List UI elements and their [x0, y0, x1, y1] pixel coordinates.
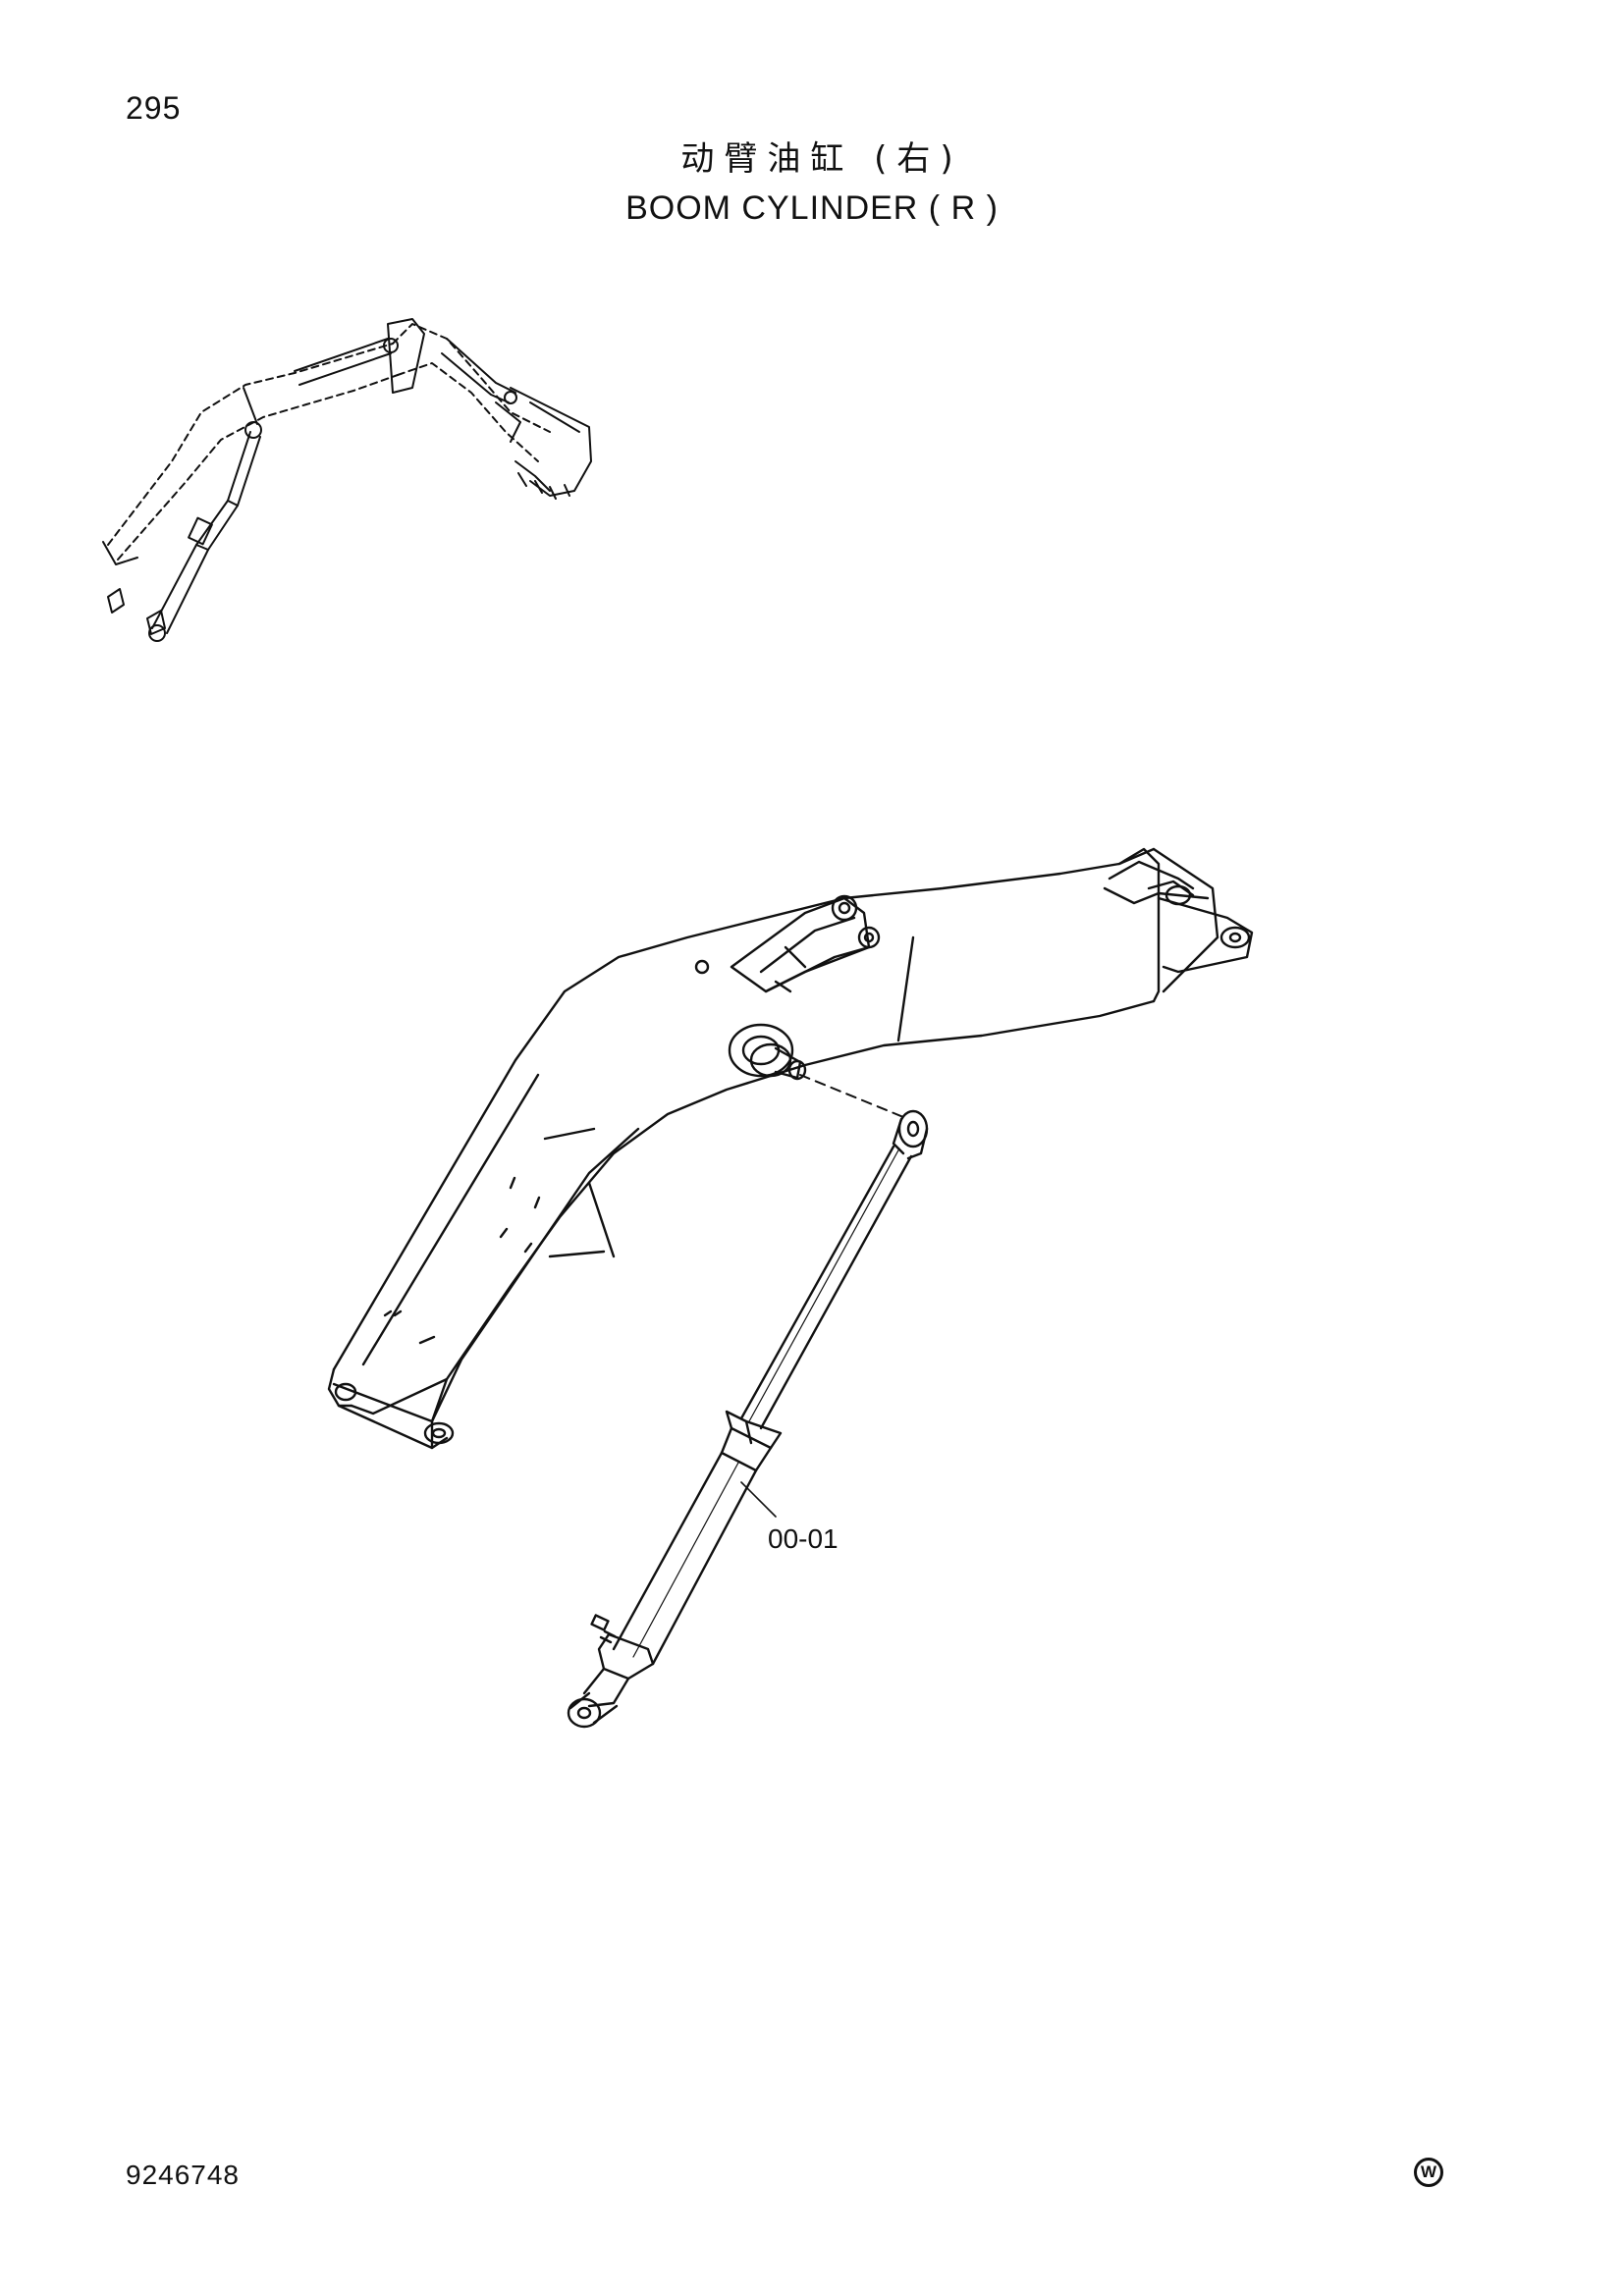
excavator-front-attachment-icon: [102, 318, 592, 642]
circled-w-icon: W: [1414, 2158, 1443, 2187]
document-number: 9246748: [126, 2160, 241, 2190]
title-chinese: 动臂油缸 (右): [680, 139, 963, 179]
title-english: BOOM CYLINDER ( R ): [625, 189, 999, 227]
boom-with-cylinder-icon: [327, 847, 1254, 1729]
title-block: 动臂油缸 (右) BOOM CYLINDER ( R ): [0, 137, 1624, 230]
callout-label: 00-01: [768, 1523, 839, 1554]
page-number: 295: [126, 90, 182, 126]
